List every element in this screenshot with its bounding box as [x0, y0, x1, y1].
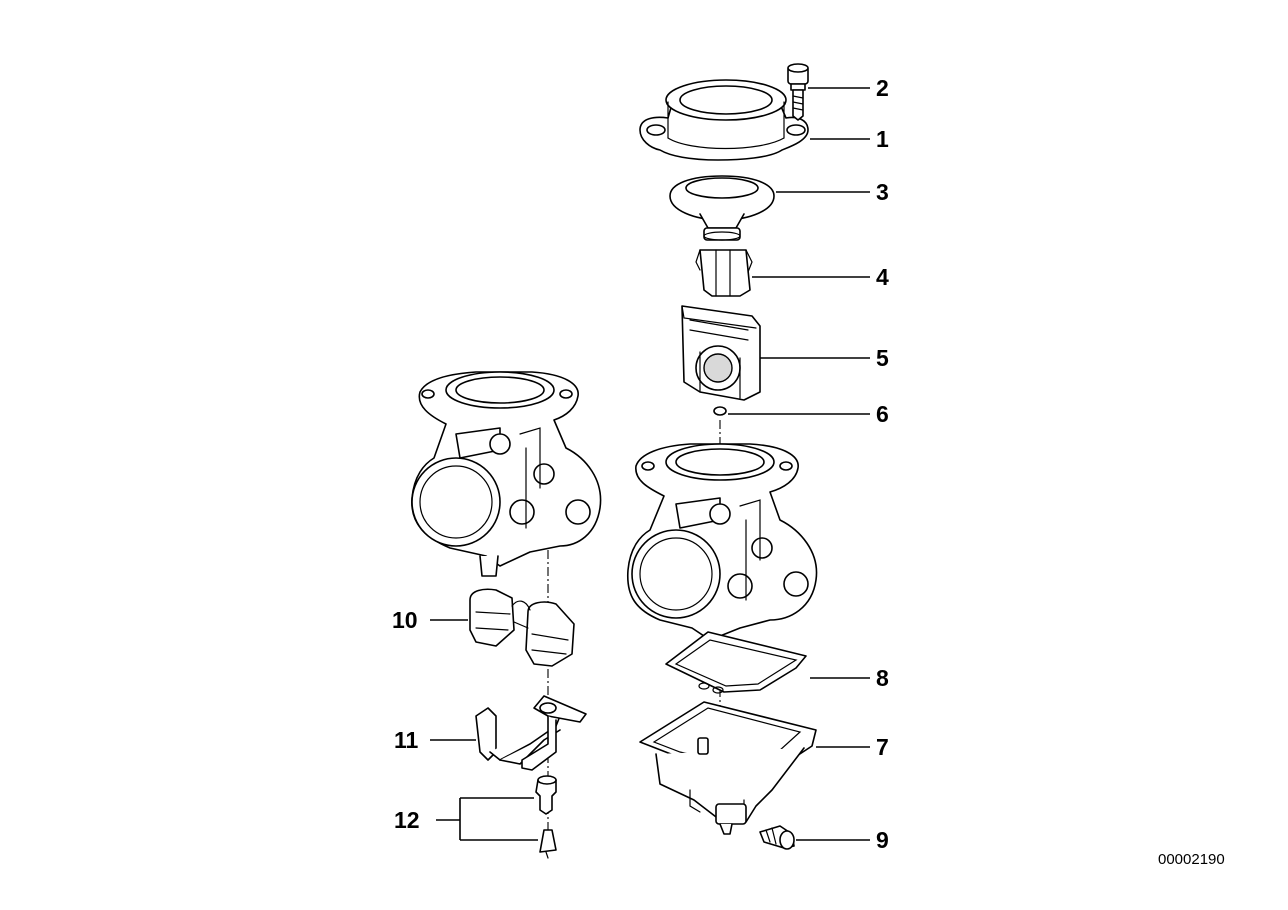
- callout-6: 6: [876, 401, 889, 427]
- part-7-float-bowl: [639, 701, 817, 835]
- part-11-bracket: [475, 695, 587, 771]
- part-4-slide: [695, 249, 753, 297]
- callout-7: 7: [876, 734, 889, 760]
- callout-4: 4: [876, 264, 889, 290]
- carburetor-body-left: [411, 371, 602, 577]
- callout-3: 3: [876, 179, 889, 205]
- callout-11: 11: [394, 727, 419, 753]
- callout-1: 1: [876, 126, 889, 152]
- callout-10: 10: [392, 607, 418, 633]
- carburetor-body-right: [626, 443, 818, 641]
- part-10-floats: [469, 588, 575, 667]
- part-9-screw: [759, 825, 795, 850]
- callout-12: 12: [394, 807, 420, 833]
- callout-9: 9: [876, 827, 889, 853]
- part-2-screw: [787, 63, 809, 121]
- callout-8: 8: [876, 665, 889, 691]
- part-8-gasket: [665, 631, 807, 694]
- callout-5: 5: [876, 345, 889, 371]
- leader-lines: [430, 87, 870, 841]
- part-6-o-ring: [713, 406, 727, 416]
- part-3-diaphragm: [669, 175, 775, 241]
- diagram-code: 00002190: [1158, 851, 1225, 868]
- part-5-guide: [681, 305, 761, 401]
- callout-numbers: 2 1 3 4 5 6 8 7 9 10 11 12: [392, 75, 889, 853]
- part-1-cover: [639, 79, 809, 161]
- part-12-needle-valve: [535, 775, 557, 859]
- callout-2: 2: [876, 75, 889, 101]
